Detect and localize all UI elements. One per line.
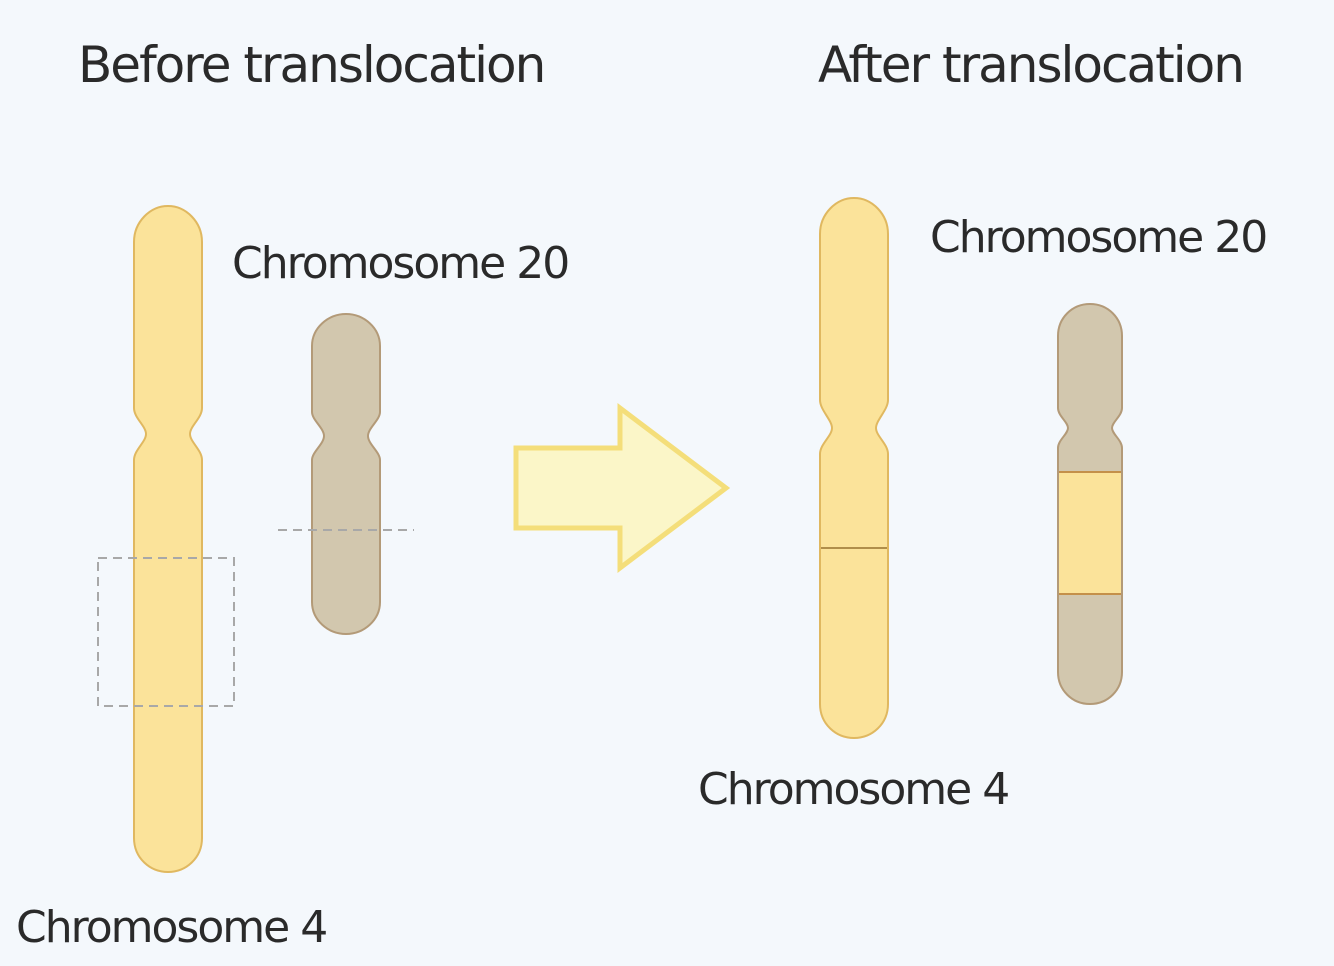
chromosome-4-before-label: Chromosome 4 [16, 902, 328, 953]
break-region-box [97, 557, 235, 707]
chromosome-20-after-label: Chromosome 20 [930, 212, 1268, 263]
before-heading: Before translocation [78, 36, 546, 94]
chromosome-4-after-label: Chromosome 4 [698, 764, 1010, 815]
after-heading: After translocation [818, 36, 1245, 94]
chromosome-20-after [1057, 302, 1123, 706]
chromosome-4-after [819, 196, 889, 740]
inserted-segment [1058, 472, 1122, 594]
chromosome-20-before-label: Chromosome 20 [232, 238, 570, 289]
translocation-arrow-icon [513, 402, 731, 574]
chromosome-4-before [133, 204, 203, 874]
chromosome-20-before [311, 312, 381, 636]
